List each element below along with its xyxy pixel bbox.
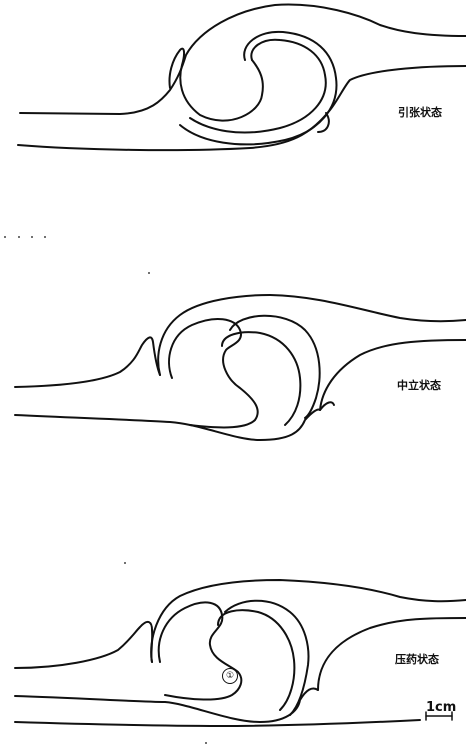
panel-3-s-outer-right bbox=[224, 599, 310, 716]
panel-3-upper-jaw bbox=[14, 620, 154, 669]
panel-1-lower-tooth bbox=[317, 112, 330, 133]
panel-1-s-curve-inner bbox=[189, 38, 327, 134]
panel-2-s-inner bbox=[168, 318, 259, 429]
panel-2-upper-jaw bbox=[14, 336, 161, 388]
panel-3-s-inner-right bbox=[217, 609, 296, 711]
panel-1-outline bbox=[17, 3, 466, 152]
scan-speck bbox=[148, 272, 150, 274]
panel-3-bottom-line bbox=[14, 719, 421, 727]
panel-2-lower-right bbox=[319, 339, 466, 411]
scan-speck bbox=[205, 742, 207, 744]
panel-2-s-outer-left bbox=[157, 294, 466, 376]
panel-2-s-outer-right bbox=[229, 314, 321, 419]
scan-speck bbox=[4, 236, 6, 238]
panel-2-s-inner-right bbox=[221, 331, 302, 426]
panel-3-lower-jaw bbox=[14, 687, 319, 723]
panel-2-lower-jaw bbox=[14, 408, 321, 441]
scale-bar bbox=[425, 711, 453, 721]
scan-speck bbox=[124, 562, 126, 564]
panel-3-s-outer-left bbox=[150, 579, 466, 663]
scan-speck bbox=[18, 236, 20, 238]
panel-2-state-label: 中立状态 bbox=[397, 379, 441, 392]
scale-bar-label: 1cm bbox=[426, 700, 457, 715]
panel-1-lower-jaw bbox=[17, 65, 466, 152]
panel-1-upper-tooth bbox=[168, 47, 264, 122]
panel-1-state-label: 引张状态 bbox=[398, 106, 442, 119]
panel-3-state-label: 压药状态 bbox=[395, 653, 439, 666]
scan-speck bbox=[31, 236, 33, 238]
panel-1-upper-jaw bbox=[19, 3, 466, 115]
panel-3-lower-right bbox=[317, 617, 466, 691]
panel-2-lower-notch bbox=[319, 401, 335, 411]
panel-1-s-curve-outer bbox=[179, 30, 338, 146]
panel-2-outline bbox=[14, 294, 466, 441]
marker-circle-1: ① bbox=[222, 668, 238, 684]
panel-3-outline bbox=[14, 579, 466, 727]
panel-3-s-inner bbox=[157, 601, 243, 701]
scan-speck bbox=[44, 236, 46, 238]
